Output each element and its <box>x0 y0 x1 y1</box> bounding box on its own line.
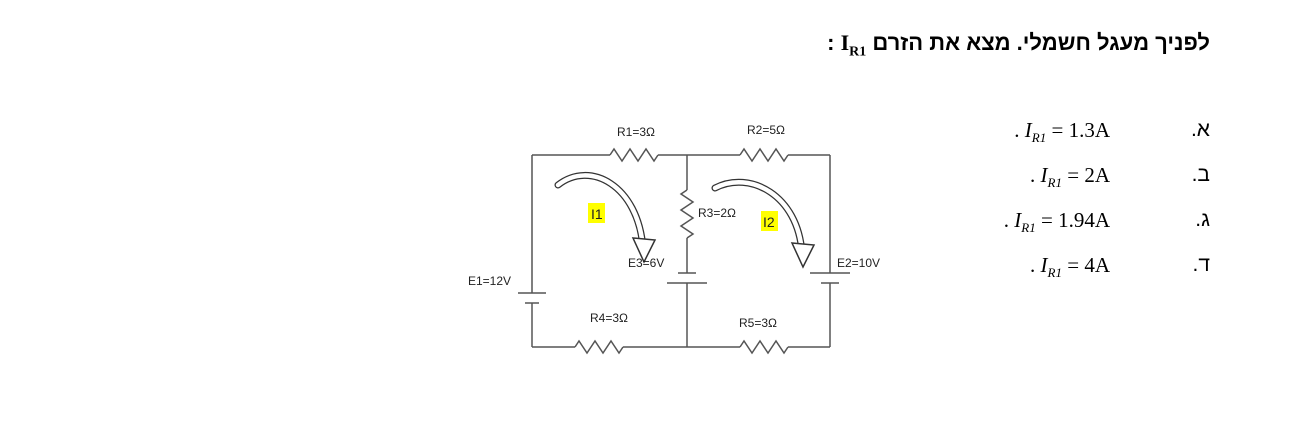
label-r1: R1=3Ω <box>617 125 655 139</box>
label-e3: E3=6V <box>628 256 664 270</box>
i2-highlight <box>761 211 778 231</box>
label-r2: R2=5Ω <box>747 123 785 137</box>
answer-value: 1.3A <box>1068 118 1110 142</box>
answer-letter: א. <box>1190 118 1210 141</box>
answer-option-c[interactable]: ג. . IR1 = 1.94A <box>0 208 1315 238</box>
loop-i2-arrowhead-icon <box>790 242 816 269</box>
answer-expression: . IR1 = 1.94A <box>1003 208 1110 236</box>
label-r5: R5=3Ω <box>739 316 777 330</box>
circuit-diagram: I1 I2 R1=3Ω R2=5Ω R3=2Ω R4=3Ω R5=3Ω E1=1… <box>468 123 880 355</box>
label-r4: R4=3Ω <box>590 311 628 325</box>
resistor-r1-zigzag <box>609 147 659 163</box>
i1-highlight <box>588 203 605 223</box>
resistor-r5-zigzag <box>739 339 789 355</box>
answer-letter: ד. <box>1192 253 1210 276</box>
answer-letter: ג. <box>1195 208 1210 231</box>
answer-value: 1.94A <box>1058 208 1110 232</box>
label-i1: I1 <box>591 206 603 222</box>
resistor-r4-zigzag <box>574 339 624 355</box>
loop-i2-arrow-fill <box>712 180 805 256</box>
label-e2: E2=10V <box>837 256 880 270</box>
question-title: לפניך מעגל חשמלי. מצא את הזרם IR1 : <box>827 30 1210 60</box>
answer-option-a[interactable]: א. . IR1 = 1.3A <box>0 118 1315 148</box>
label-r3: R3=2Ω <box>698 206 736 220</box>
label-e1: E1=12V <box>468 274 511 288</box>
current-symbol: IR1 <box>840 30 867 60</box>
label-i2: I2 <box>763 214 775 230</box>
answer-expression: . IR1 = 2A <box>1030 163 1110 191</box>
answer-value: 4A <box>1084 253 1110 277</box>
loop-i1-arrow-fill <box>555 173 646 251</box>
answer-expression: . IR1 = 1.3A <box>1014 118 1110 146</box>
resistor-r2-zigzag <box>739 147 789 163</box>
answer-option-d[interactable]: ד. . IR1 = 4A <box>0 253 1315 283</box>
answer-expression: . IR1 = 4A <box>1030 253 1110 281</box>
question-text: לפניך מעגל חשמלי. מצא את הזרם <box>872 30 1210 55</box>
answer-letter: ב. <box>1191 163 1210 186</box>
answer-option-b[interactable]: ב. . IR1 = 2A <box>0 163 1315 193</box>
loop-i1-arrowhead-icon <box>631 237 657 264</box>
answer-value: 2A <box>1084 163 1110 187</box>
resistor-r3-zigzag <box>679 189 695 239</box>
question-suffix: : <box>827 30 841 55</box>
